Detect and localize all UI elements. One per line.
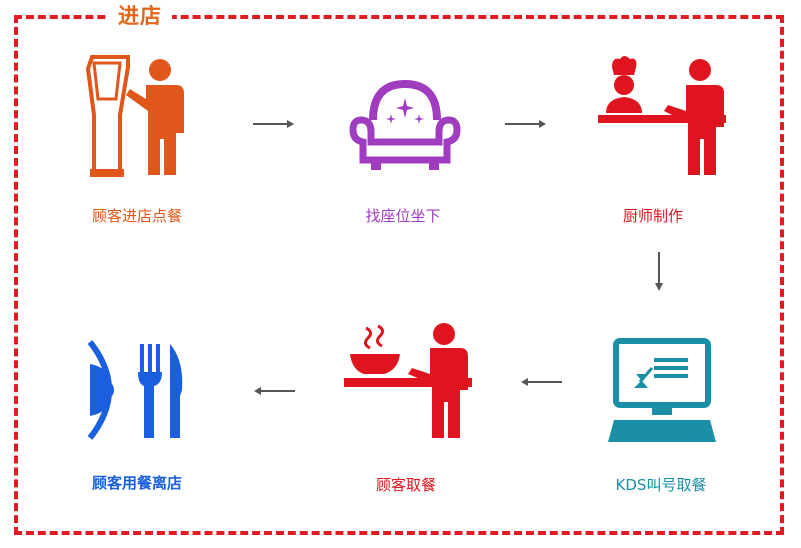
dashed-frame (14, 15, 784, 535)
arrow-4-to-5 (520, 377, 562, 387)
step-dine-leave (87, 340, 188, 440)
chef-counter-icon (598, 56, 726, 175)
step-label-chef: 厨师制作 (622, 207, 683, 225)
step-label-seat: 找座位坐下 (365, 207, 441, 225)
plate-cutlery-icon (87, 340, 183, 440)
armchair-icon (349, 79, 461, 170)
step-label-order: 顾客进店点餐 (91, 207, 182, 225)
page-title: 进店 (108, 2, 172, 30)
kiosk-person-icon (85, 55, 184, 177)
step-label-leave: 顾客用餐离店 (91, 474, 182, 492)
arrow-2-to-3 (505, 119, 547, 129)
step-find-seat (349, 79, 461, 172)
computer-screen-icon (608, 338, 716, 442)
step-label-pickup: 顾客取餐 (375, 476, 436, 494)
step-order-kiosk (80, 55, 190, 180)
step-pick-up (344, 318, 472, 443)
step-label-kds: KDS叫号取餐 (615, 476, 707, 494)
arrow-1-to-2 (253, 119, 295, 129)
arrow-3-to-4 (654, 252, 664, 292)
food-counter-icon (344, 323, 472, 438)
step-kds-call (606, 338, 718, 446)
step-chef-cook (598, 55, 726, 180)
arrow-5-to-6 (253, 386, 295, 396)
